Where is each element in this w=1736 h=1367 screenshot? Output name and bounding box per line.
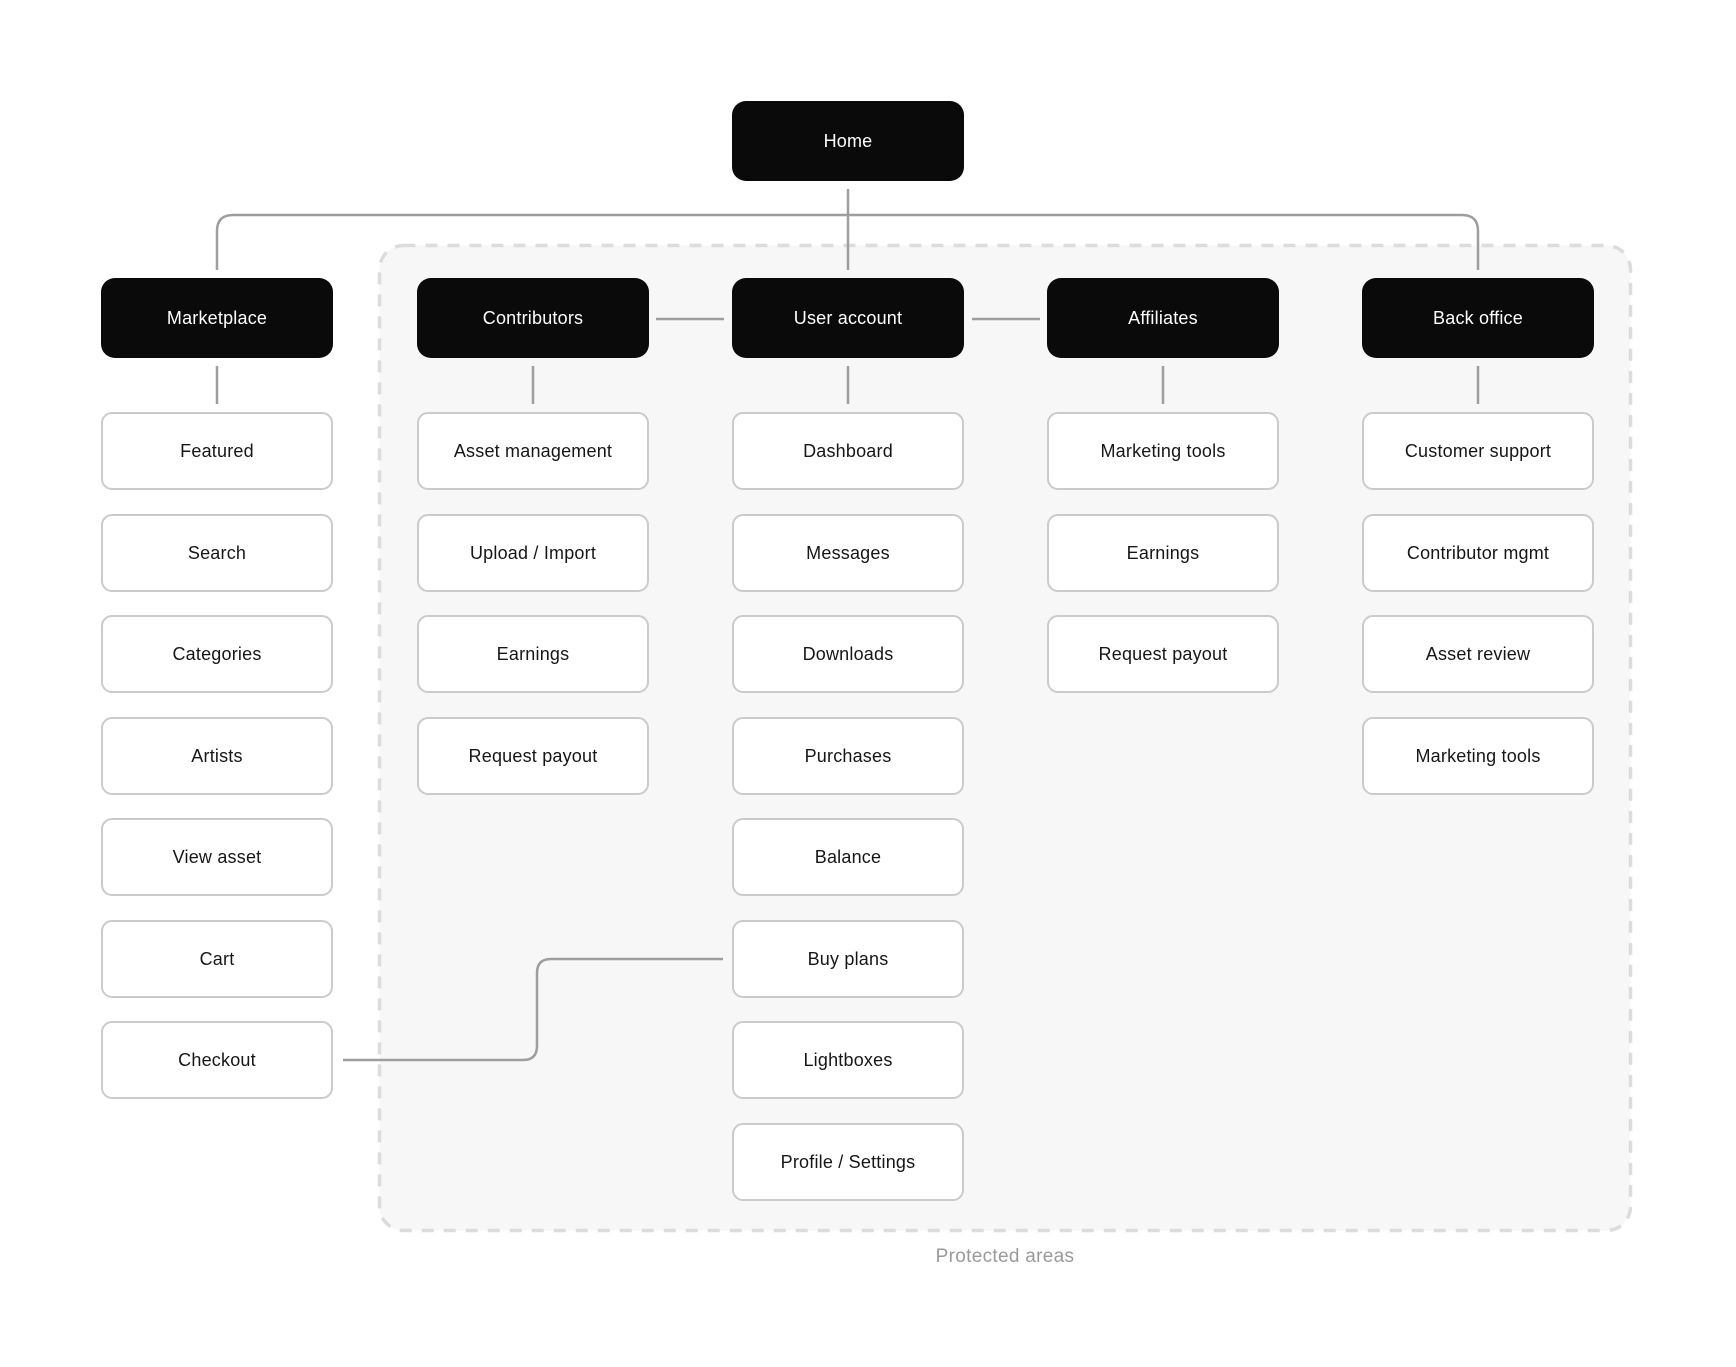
node-artists[interactable]: Artists bbox=[101, 717, 333, 795]
protected-areas-label: Protected areas bbox=[935, 1246, 1075, 1267]
connector-checkout-buy-plans bbox=[343, 957, 723, 1062]
node-asset-management[interactable]: Asset management bbox=[417, 412, 649, 490]
node-affiliate-earnings[interactable]: Earnings bbox=[1047, 514, 1279, 592]
node-contributor-mgmt[interactable]: Contributor mgmt bbox=[1362, 514, 1594, 592]
node-contributor-request-payout[interactable]: Request payout bbox=[417, 717, 649, 795]
node-balance[interactable]: Balance bbox=[732, 818, 964, 896]
node-featured[interactable]: Featured bbox=[101, 412, 333, 490]
node-customer-support[interactable]: Customer support bbox=[1362, 412, 1594, 490]
node-home[interactable]: Home bbox=[732, 101, 964, 181]
node-view-asset[interactable]: View asset bbox=[101, 818, 333, 896]
node-cart[interactable]: Cart bbox=[101, 920, 333, 998]
node-upload-import[interactable]: Upload / Import bbox=[417, 514, 649, 592]
node-profile-settings[interactable]: Profile / Settings bbox=[732, 1123, 964, 1201]
node-categories[interactable]: Categories bbox=[101, 615, 333, 693]
node-contributors[interactable]: Contributors bbox=[417, 278, 649, 358]
node-asset-review[interactable]: Asset review bbox=[1362, 615, 1594, 693]
node-search[interactable]: Search bbox=[101, 514, 333, 592]
node-marketplace[interactable]: Marketplace bbox=[101, 278, 333, 358]
node-backoffice-marketing-tools[interactable]: Marketing tools bbox=[1362, 717, 1594, 795]
node-affiliates[interactable]: Affiliates bbox=[1047, 278, 1279, 358]
node-affiliate-request-payout[interactable]: Request payout bbox=[1047, 615, 1279, 693]
node-messages[interactable]: Messages bbox=[732, 514, 964, 592]
node-downloads[interactable]: Downloads bbox=[732, 615, 964, 693]
node-back-office[interactable]: Back office bbox=[1362, 278, 1594, 358]
node-checkout[interactable]: Checkout bbox=[101, 1021, 333, 1099]
node-buy-plans[interactable]: Buy plans bbox=[732, 920, 964, 998]
node-dashboard[interactable]: Dashboard bbox=[732, 412, 964, 490]
node-user-account[interactable]: User account bbox=[732, 278, 964, 358]
node-lightboxes[interactable]: Lightboxes bbox=[732, 1021, 964, 1099]
node-contributor-earnings[interactable]: Earnings bbox=[417, 615, 649, 693]
node-purchases[interactable]: Purchases bbox=[732, 717, 964, 795]
connector-trunk bbox=[215, 213, 1480, 270]
node-affiliate-marketing-tools[interactable]: Marketing tools bbox=[1047, 412, 1279, 490]
